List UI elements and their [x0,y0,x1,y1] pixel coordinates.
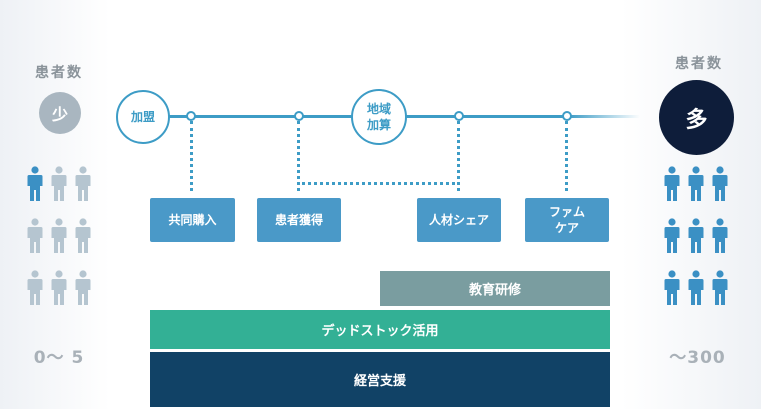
timeline-node [294,111,304,121]
connector-staff-sharing [457,121,460,191]
stage-regional-bonus: 地域 加算 [351,89,407,145]
band-dead-stock-label: デッドストック活用 [321,324,439,339]
tag-pharm-care-line2: ケア [554,221,579,235]
left-patient-count-label: 患者数 [35,65,83,81]
person-icon [664,218,680,258]
stage-join: 加盟 [116,90,170,144]
person-icon [664,270,680,310]
person-icon [688,270,704,310]
stage-regional-line1: 地域 [366,102,391,116]
connector-horizontal [297,182,460,185]
person-icon [688,166,704,206]
person-icon [51,166,67,206]
band-education: 教育研修 [380,271,610,306]
left-range: 0～ 5 [33,348,85,368]
stage-join-label: 加盟 [130,110,155,124]
timeline-node [454,111,464,121]
person-icon [75,270,91,310]
band-management: 経営支援 [150,352,610,407]
tag-group-buying-label: 共同購入 [168,213,217,227]
stage-regional-line2: 加算 [366,118,391,132]
band-management-label: 経営支援 [353,374,406,389]
right-range: ～300 [669,348,726,368]
tag-patient-acquisition-label: 患者獲得 [274,213,323,227]
timeline-node [186,111,196,121]
tag-patient-acquisition: 患者獲得 [257,198,341,242]
person-icon [27,166,43,206]
person-icon [712,270,728,310]
band-dead-stock: デッドストック活用 [150,310,610,349]
person-icon [75,218,91,258]
timeline-node [562,111,572,121]
many-badge: 多 [659,80,734,155]
tag-pharm-care: ファム ケア [525,198,609,242]
person-icon [712,166,728,206]
person-icon [27,270,43,310]
connector-pharm-care [565,121,568,191]
tag-staff-sharing-label: 人材シェア [428,213,489,227]
tag-group-buying: 共同購入 [150,198,235,242]
person-icon [688,218,704,258]
person-icon [75,166,91,206]
tag-staff-sharing: 人材シェア [417,198,501,242]
many-badge-text: 多 [685,107,708,133]
tag-pharm-care-line1: ファム [548,205,585,219]
person-icon [712,218,728,258]
band-education-label: 教育研修 [468,283,521,298]
person-icon [664,166,680,206]
few-badge-text: 少 [51,105,68,124]
few-badge: 少 [39,92,81,134]
person-icon [27,218,43,258]
connector-patient-acquisition [297,121,300,191]
right-gradient [621,0,761,409]
person-icon [51,218,67,258]
right-patient-count-label: 患者数 [675,56,723,72]
left-gradient [0,0,110,409]
person-icon [51,270,67,310]
connector-group-buying [190,121,193,191]
